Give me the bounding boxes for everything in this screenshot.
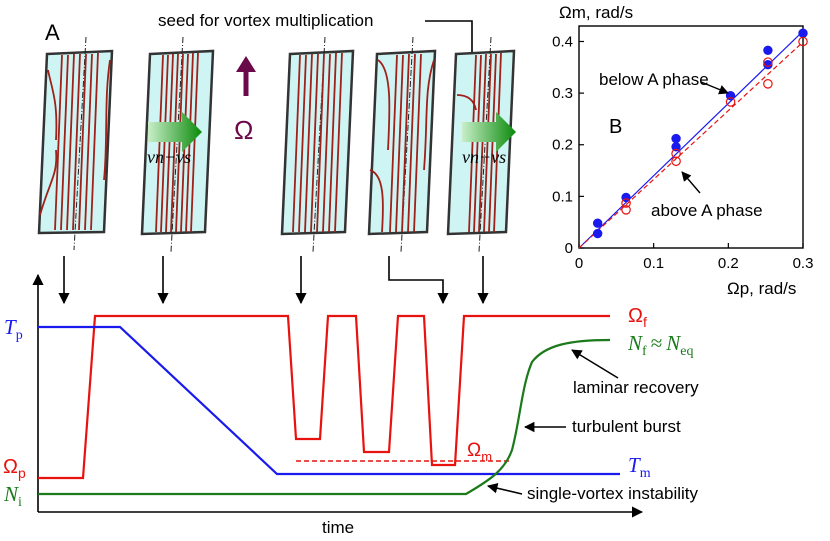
cylinder-4 [367,36,437,253]
data-point-below [671,142,681,152]
nf-label: Nf≈Neq [627,331,693,359]
x-tick-label: 0 [575,255,583,272]
annotation-below: below A phase [599,70,709,89]
chart-ylabel: Ωm, rad/s [559,3,633,22]
data-point-below [592,228,603,239]
data-point-above [798,36,808,47]
chart-points [592,28,808,239]
chart-letter: B [609,116,622,138]
timeline: time Tp Ωp Ni Ωf Nf≈Neq Ωm Tm laminar re… [3,273,699,537]
panel-a: A seed for vortex multiplication [37,11,516,305]
annotation-above-arrow [681,171,701,194]
x-tick-label: 0.3 [793,255,814,272]
data-point-above [763,79,773,89]
data-point-above [621,198,631,208]
omega-m-label: Ωm [467,440,492,464]
time-label: time [322,518,354,537]
data-point-above [621,204,631,215]
flow-arrow-2 [462,112,516,152]
y-tick-label: 0.2 [552,137,573,154]
data-point-below [592,218,603,228]
y-tick-label: 0.3 [552,85,573,102]
laminar-label: laminar recovery [573,378,699,397]
data-point-below [671,133,681,144]
omega-f-label: Ωf [628,305,647,330]
data-point-below [798,28,808,38]
cylinder-5: vn−vs [446,36,516,253]
cylinder-2: vn−vs [140,36,215,253]
data-point-above [763,57,773,67]
vortex-curve [38,338,611,496]
turbulent-label: turbulent burst [572,417,681,436]
flow-arrow-1 [148,112,202,152]
data-point-above [671,156,681,167]
omega-p-label: Ωp [3,456,26,481]
stage-arrows [58,256,489,305]
omega-arrow: Ω [234,56,256,145]
x-tick-label: 0.1 [643,255,664,272]
single-label: single-vortex instability [527,484,699,503]
data-point-below [763,45,773,55]
annotation-below-arrow [700,81,729,95]
ni-label: Ni [3,482,22,510]
x-tick-label: 0.2 [718,255,739,272]
omega-symbol: Ω [234,115,253,145]
cylinder-1 [37,36,114,251]
omega-curve [38,314,610,480]
tp-label: Tp [4,315,23,343]
annotation-above: above A phase [651,201,763,220]
y-tick-label: 0 [565,240,573,257]
flow-label-2: vn−vs [462,147,506,167]
laminar-arrow [571,349,619,379]
seed-label: seed for vortex multiplication [158,11,373,30]
chart-xlabel: Ωp, rad/s [727,279,796,298]
cylinder-3 [280,36,355,253]
single-arrow [486,483,523,495]
data-point-above [671,148,681,159]
tm-label: Tm [628,453,651,481]
panel-a-letter: A [45,20,60,45]
y-tick-label: 0.4 [552,33,573,50]
fit-line [578,41,804,249]
chart-ticks: 0 0.1 0.2 0.3 0 0.1 0.2 0.3 0.4 [552,33,813,272]
y-tick-label: 0.1 [552,188,573,205]
flow-label-1: vn−vs [147,147,191,167]
data-point-above [725,97,736,107]
temperature-curve [38,325,620,476]
data-point-below [763,60,773,70]
